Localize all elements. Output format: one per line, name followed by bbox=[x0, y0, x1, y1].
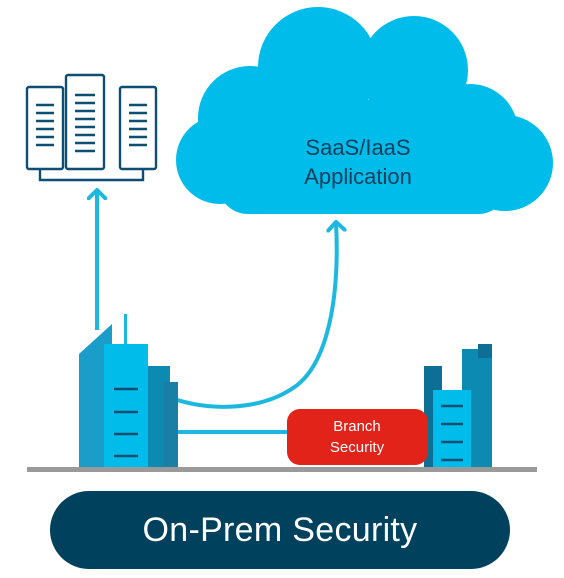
cloud-label-line1: SaaS/IaaS bbox=[305, 135, 410, 160]
branch-security-badge bbox=[287, 409, 428, 465]
cloud-icon bbox=[176, 7, 553, 214]
hq-building-icon bbox=[79, 314, 178, 469]
arrow-hq-to-cloud bbox=[162, 222, 337, 409]
cloud-label-line2: Application bbox=[304, 164, 412, 189]
server-rack-icon bbox=[25, 73, 158, 182]
banner-label: On-Prem Security bbox=[142, 510, 418, 549]
ground-line bbox=[27, 467, 537, 472]
branch-badge-label-line1: Branch bbox=[333, 418, 381, 435]
branch-badge-label-line2: Security bbox=[330, 439, 385, 456]
branch-building-icon bbox=[424, 344, 492, 469]
on-prem-security-banner: On-Prem Security bbox=[50, 491, 510, 569]
